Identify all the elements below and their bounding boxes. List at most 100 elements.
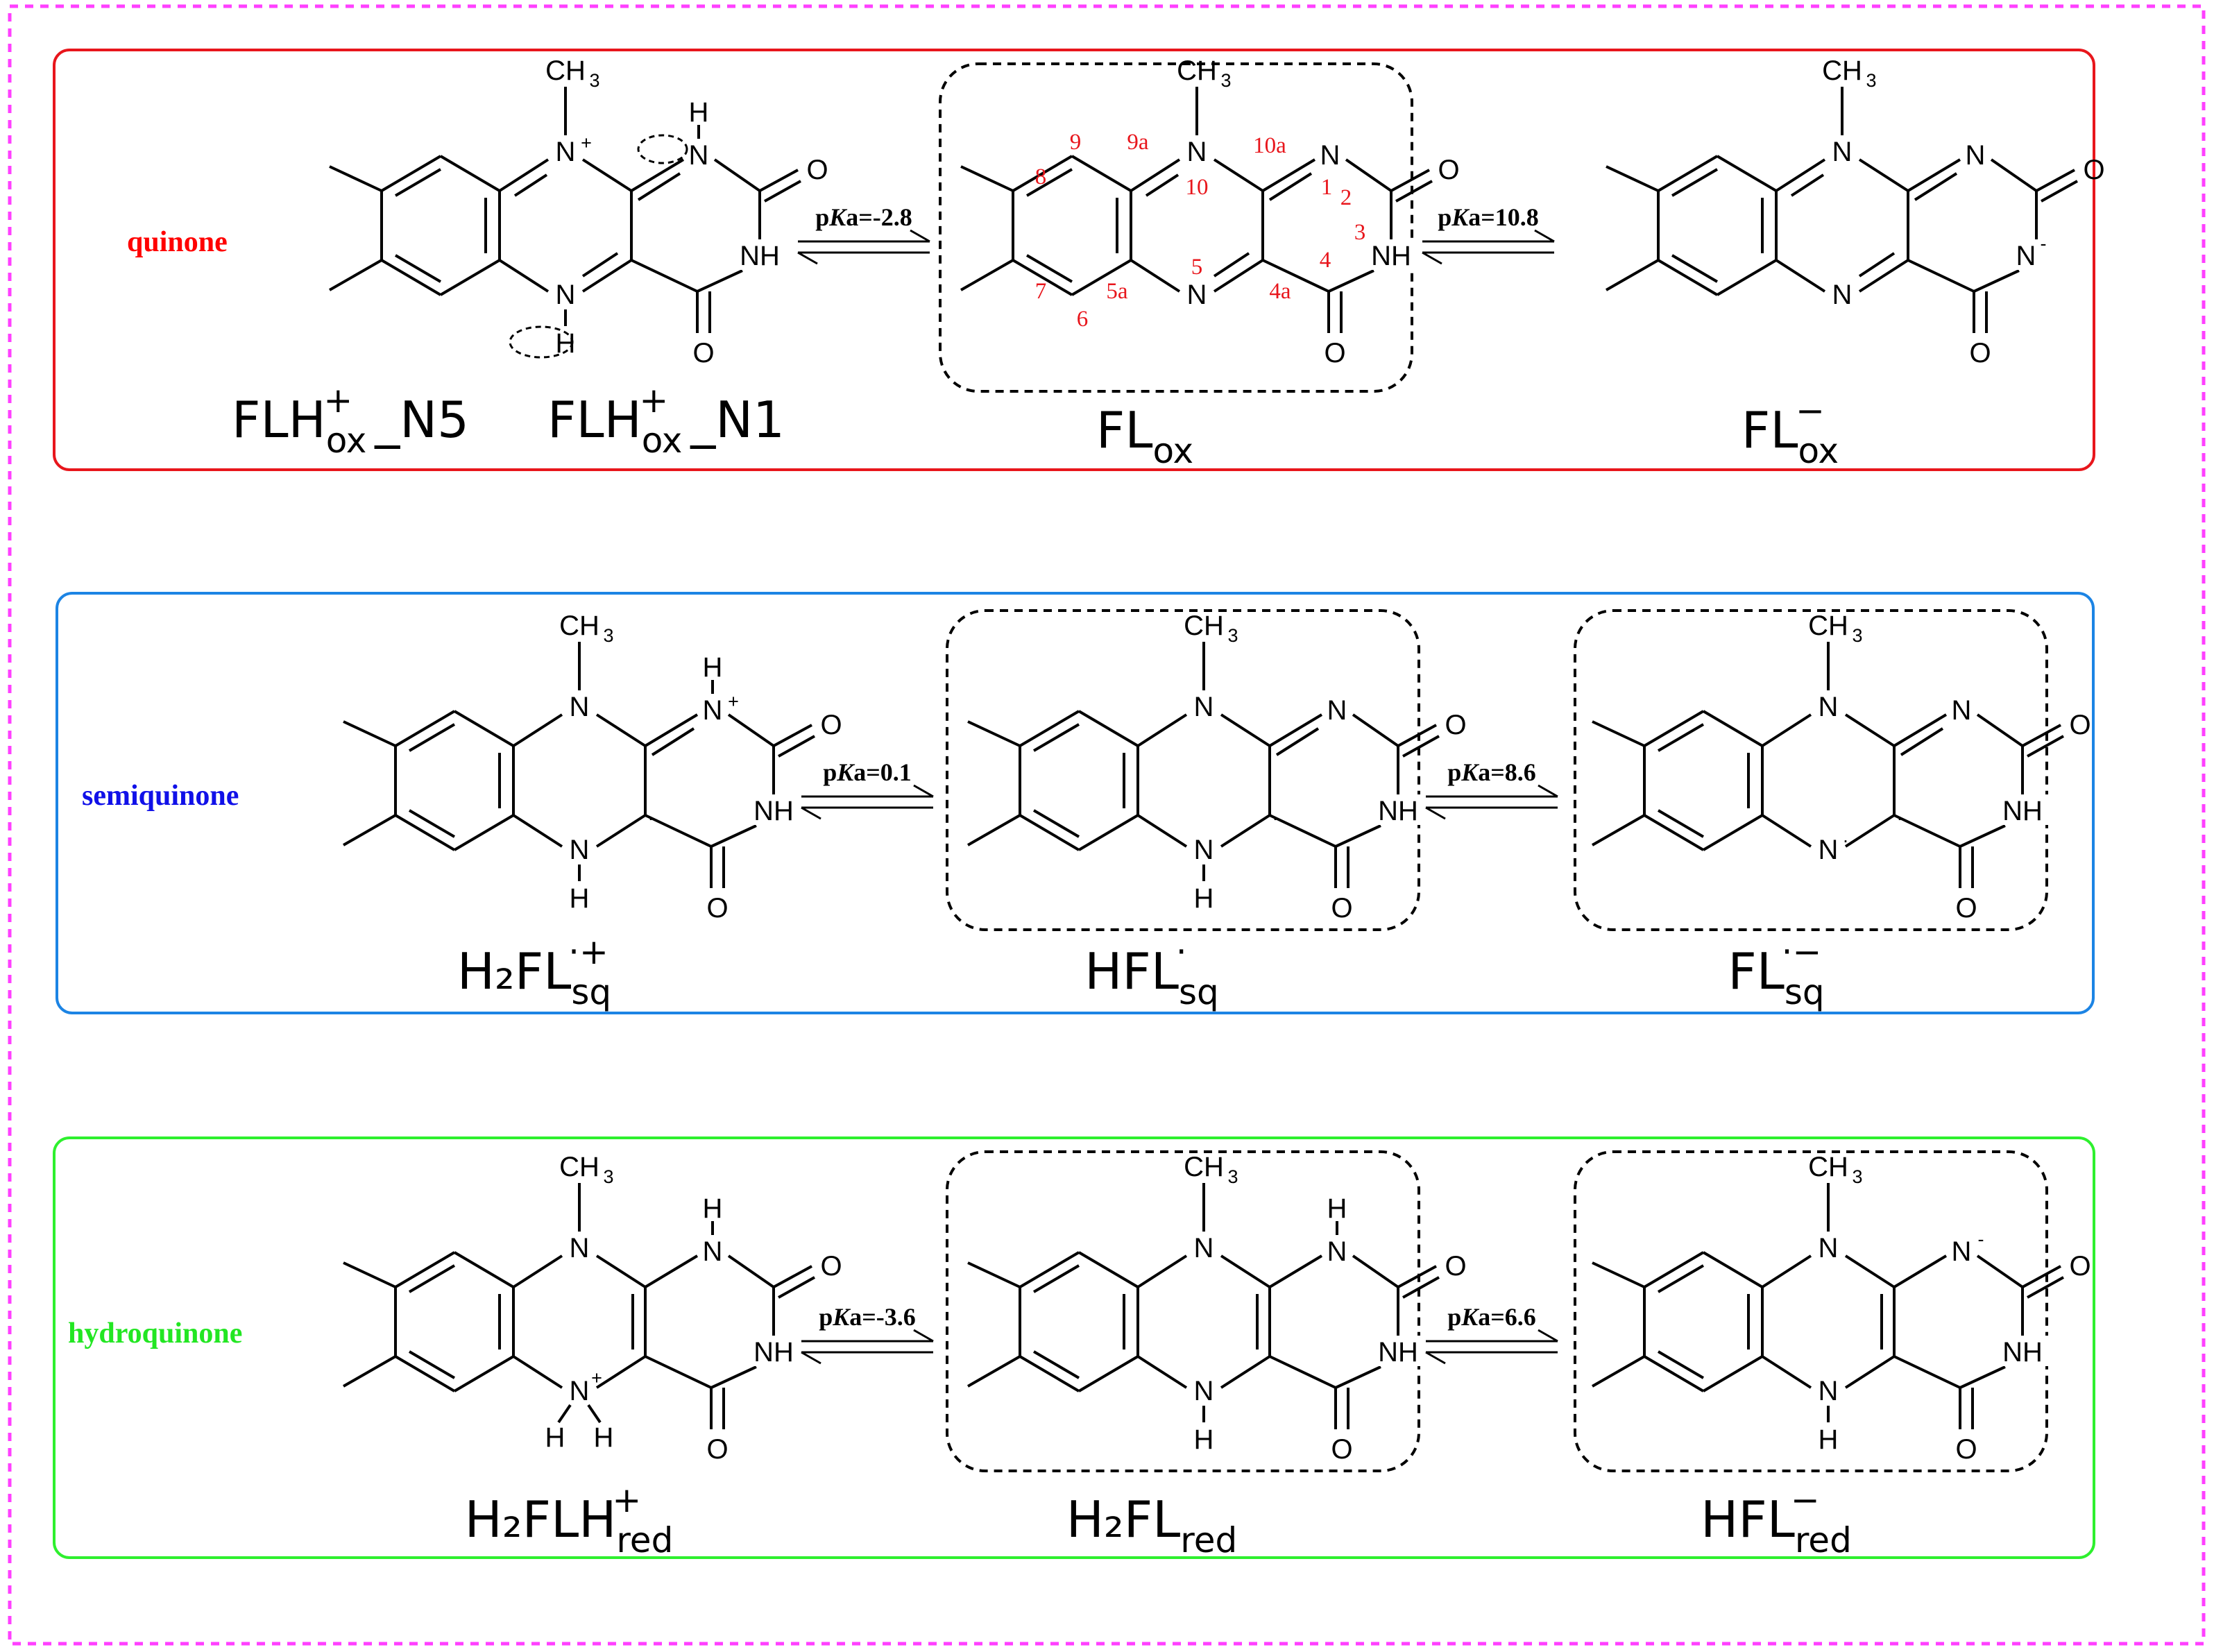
atom-h1: H (703, 1193, 723, 1224)
hydroquinone-panel (53, 1136, 2095, 1559)
atom-h5: H (1194, 883, 1214, 914)
atom-o2: O (2069, 1251, 2090, 1281)
atom-methyl: CH (545, 56, 586, 86)
hydroquinone-label: hydroquinone (68, 1318, 242, 1349)
atom-o2: O (806, 155, 828, 185)
atom-o4: O (1955, 1434, 1977, 1465)
species-label: FLHox+_N5 (232, 380, 469, 461)
atom-n10-charge: + (581, 133, 592, 153)
atom-methyl: CH (1177, 56, 1217, 86)
species-label: FLox (1096, 401, 1193, 471)
quinone-panel (53, 49, 2095, 471)
atom-n5: N (1187, 280, 1207, 310)
atom-methyl: CH (1808, 1152, 1848, 1182)
hflred-box (1574, 1150, 2048, 1472)
atom-n5: N (1194, 1376, 1214, 1406)
atom-n3: N (2016, 241, 2036, 271)
atom-methyl: CH (1184, 1152, 1224, 1182)
atom-o2: O (1445, 1251, 1466, 1281)
atom-n10: N (570, 1233, 590, 1263)
atom-n3-charge: - (2041, 233, 2047, 254)
atom-n5-charge: · (1843, 830, 1849, 851)
equilibrium-arrow: pKa=6.6 (1425, 1303, 1558, 1365)
hflsq-box (946, 609, 1420, 931)
atom-o4: O (1324, 338, 1345, 368)
atom-n3: NH (1371, 241, 1411, 271)
flsq-box (1574, 609, 2048, 931)
atom-o2: O (820, 1251, 842, 1281)
species-name: H₂FLred (1066, 1490, 1238, 1560)
atom-n1: N (689, 140, 709, 171)
atom-n5: N (570, 1376, 590, 1406)
species-label: HFLsq· (1084, 932, 1218, 1012)
species-name: FLHox+_N5 (232, 380, 469, 461)
atom-n10: N (570, 692, 590, 722)
atom-methyl: CH (1808, 611, 1848, 641)
flox-box (939, 62, 1413, 393)
atom-h5: H (570, 883, 590, 914)
atom-methyl: CH (1184, 611, 1224, 641)
atom-n3: NH (753, 1337, 794, 1368)
outer-frame (8, 4, 2206, 1646)
species-name: FLsq·− (1728, 932, 1824, 1012)
atom-c4a-radical: · (1897, 808, 1903, 828)
atom-n1-charge: + (728, 691, 739, 712)
atom-number-4: 4 (1320, 248, 1331, 273)
atom-number-5: 5 (1191, 255, 1203, 280)
species-label: H₂FLsq·+ (457, 932, 611, 1012)
atom-number-9a: 9a (1127, 130, 1149, 155)
species-label: FLsq·− (1728, 932, 1824, 1012)
atom-c4a-radical: · (1272, 808, 1279, 828)
semiquinone-panel (56, 592, 2095, 1014)
atom-c4a-radical: · (648, 808, 654, 828)
atom-h5: H (1194, 1424, 1214, 1455)
semiquinone-label: semiquinone (82, 780, 239, 812)
species-label: FLox− (1742, 391, 1839, 471)
species-label: H₂FLred (1066, 1490, 1238, 1560)
atom-n3: NH (2002, 796, 2043, 826)
atom-methyl-sub: 3 (1220, 70, 1231, 91)
atom-n3: NH (740, 241, 780, 271)
atom-h5a: H (545, 1422, 565, 1453)
species-name: FLox (1096, 401, 1193, 471)
species-name: HFLred− (1701, 1480, 1852, 1560)
atom-n10: N (1819, 692, 1839, 722)
atom-methyl-sub: 3 (603, 1166, 613, 1187)
species-name: HFLsq· (1084, 932, 1218, 1012)
atom-methyl-sub: 3 (1227, 625, 1238, 646)
atom-number-10: 10 (1186, 175, 1209, 200)
atom-n1: N (703, 695, 723, 726)
equilibrium-arrow: pKa=10.8 (1422, 203, 1555, 265)
atom-number-9: 9 (1070, 130, 1082, 155)
atom-h1: H (1327, 1193, 1347, 1224)
atom-number-10a: 10a (1253, 133, 1286, 158)
atom-number-2: 2 (1340, 185, 1352, 210)
atom-n5: N (1819, 835, 1839, 865)
atom-number-1: 1 (1321, 175, 1333, 200)
atom-n5: N (1832, 280, 1853, 310)
atom-methyl-sub: 3 (1866, 70, 1876, 91)
species-label: H₂FLHred+ (465, 1480, 674, 1560)
h-ellipse-n1 (637, 134, 688, 164)
atom-n10: N (556, 137, 576, 167)
atom-n3: NH (1378, 1337, 1418, 1368)
atom-n1: N (1327, 695, 1347, 726)
atom-number-8: 8 (1035, 164, 1047, 189)
atom-methyl-sub: 3 (1852, 1166, 1862, 1187)
atom-o4: O (1331, 893, 1352, 923)
atom-number-6: 6 (1077, 307, 1089, 332)
h2flred-box (946, 1150, 1420, 1472)
atom-n1: N (1327, 1236, 1347, 1267)
pka-label: pKa=0.1 (823, 758, 912, 786)
equilibrium-arrow: pKa=-2.8 (797, 203, 930, 265)
atom-h5b: H (594, 1422, 614, 1453)
atom-h5: H (1819, 1424, 1839, 1455)
atom-n1: N (703, 1236, 723, 1267)
